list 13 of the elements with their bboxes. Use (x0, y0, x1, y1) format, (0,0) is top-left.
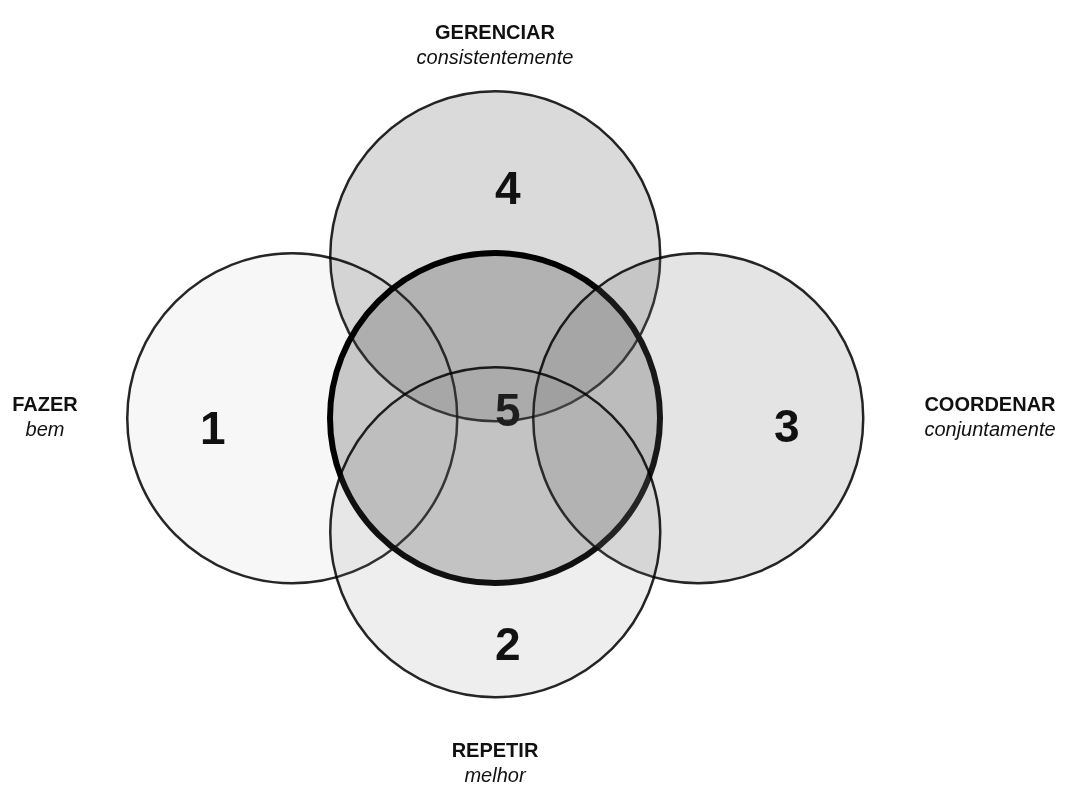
circle (328, 365, 662, 699)
region-number: 2 (495, 619, 521, 669)
heading-label: REPETIR (451, 738, 539, 763)
caption-label: conjuntamente (924, 417, 1056, 442)
heading-label: GERENCIAR (434, 20, 556, 45)
caption-label: bem (24, 417, 66, 442)
region-number: 3 (774, 401, 800, 451)
heading-label: FAZER (12, 392, 78, 417)
region-number: 1 (200, 403, 226, 453)
heading-label: COORDENAR (924, 392, 1056, 417)
region-number: 4 (495, 163, 521, 213)
caption-label: melhor (463, 763, 528, 788)
caption-label: consistentemente (416, 45, 574, 70)
